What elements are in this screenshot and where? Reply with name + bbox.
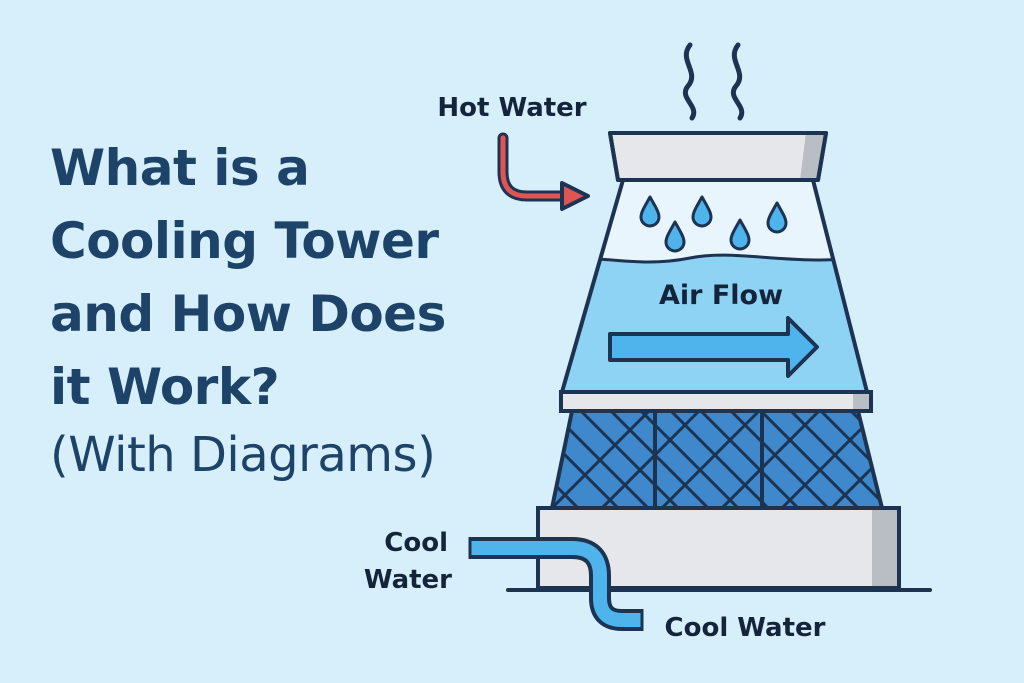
tower-top-cap [608,131,828,182]
cool-water-left-label-line2: Water [364,565,452,595]
water-droplets [639,195,788,253]
air-flow-label: Air Flow [659,280,783,311]
cool-water-pipe [468,537,644,631]
hot-water-label: Hot Water [437,93,586,123]
title-line-4: it Work? [50,358,280,416]
cool-water-bottom-label: Cool Water [665,613,826,643]
page-title: What is a Cooling Tower and How Does it … [50,132,446,486]
title-line-1: What is a [50,139,310,197]
page-subtitle: (With Diagrams) [50,427,436,483]
water-basin [562,255,867,392]
title-line-2: Cooling Tower [50,212,439,270]
hot-water-arrow-icon [497,132,590,211]
air-flow-arrow-icon [608,316,819,378]
steam-icon [683,42,745,121]
fill-lattice [550,409,884,510]
title-line-3: and How Does [50,285,446,343]
cool-water-left-label-line1: Cool [384,528,448,558]
tower-ledge [559,390,873,413]
